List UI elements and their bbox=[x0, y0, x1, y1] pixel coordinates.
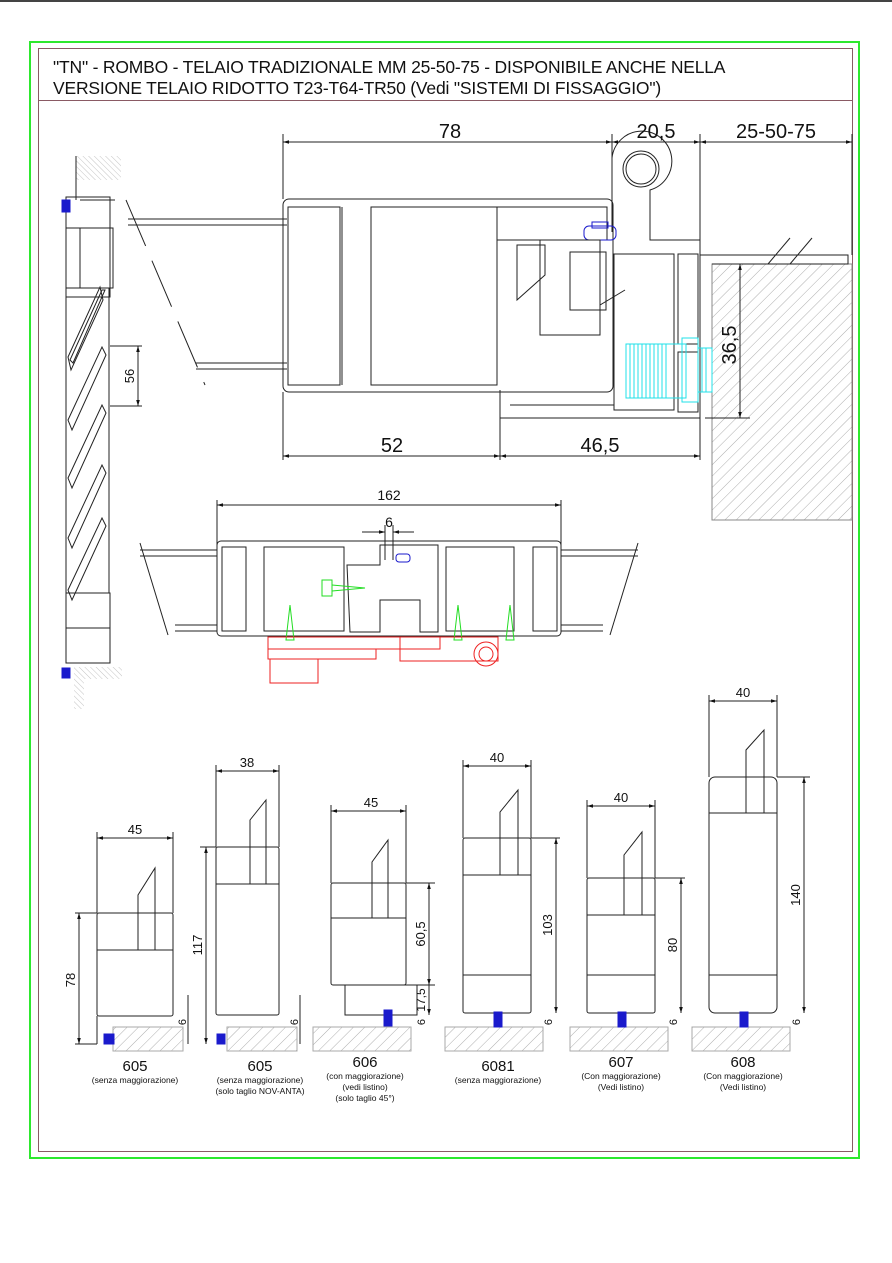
outer-frame bbox=[29, 41, 860, 1159]
p3-gap: 6 bbox=[416, 1019, 428, 1025]
profile-note: (solo taglio 45°) bbox=[335, 1093, 395, 1103]
profile-catalog bbox=[75, 695, 810, 1052]
profile-note: (Vedi listino) bbox=[719, 1082, 767, 1092]
title-block: "TN" - ROMBO - TELAIO TRADIZIONALE MM 25… bbox=[38, 48, 853, 101]
p3-height: 60,5 bbox=[413, 921, 428, 946]
p3-width: 45 bbox=[364, 795, 378, 810]
p1-width: 45 bbox=[128, 822, 142, 837]
profile-note: (senza maggiorazione) bbox=[454, 1075, 542, 1085]
profile-caption-606: 606 (con maggiorazione) (vedi listino) (… bbox=[326, 1054, 403, 1104]
profile-note: (senza maggiorazione) bbox=[216, 1075, 304, 1085]
p5-width: 40 bbox=[614, 790, 628, 805]
profile-note: (Con maggiorazione) bbox=[581, 1071, 661, 1081]
dim-sash-width: 78 bbox=[439, 121, 461, 143]
profile-code: 608 bbox=[730, 1054, 756, 1071]
side-elevation bbox=[61, 156, 142, 709]
plan-section bbox=[139, 500, 639, 684]
profile-note: (senza maggiorazione) bbox=[91, 1075, 179, 1085]
profile-code: 606 bbox=[352, 1054, 378, 1071]
profile-caption-605-b: 605 (senza maggiorazione) (solo taglio N… bbox=[215, 1058, 304, 1097]
p4-gap: 6 bbox=[543, 1019, 555, 1025]
dim-plan-gap: 6 bbox=[385, 514, 393, 530]
p3-height2: 17,5 bbox=[414, 988, 428, 1012]
p2-width: 38 bbox=[240, 755, 254, 770]
p1-gap: 6 bbox=[177, 1019, 189, 1025]
profile-note: (solo taglio NOV-ANTA) bbox=[215, 1086, 305, 1096]
p4-height: 103 bbox=[540, 914, 555, 936]
p2-gap: 6 bbox=[289, 1019, 301, 1025]
glass-projection bbox=[125, 199, 287, 386]
profile-code: 605 bbox=[247, 1058, 273, 1075]
p6-gap: 6 bbox=[791, 1019, 803, 1025]
p6-height: 140 bbox=[788, 884, 803, 906]
dim-hinge-offset: 20,5 bbox=[637, 121, 676, 143]
title-line-1: "TN" - ROMBO - TELAIO TRADIZIONALE MM 25… bbox=[53, 57, 726, 77]
dim-plan-width: 162 bbox=[377, 487, 401, 503]
profile-caption-6081: 6081 (senza maggiorazione) bbox=[455, 1058, 541, 1086]
p2-height: 117 bbox=[190, 935, 205, 956]
dim-bottom-right: 46,5 bbox=[581, 435, 620, 457]
top-border bbox=[0, 0, 892, 2]
profile-code: 6081 bbox=[481, 1058, 515, 1075]
p4-width: 40 bbox=[490, 750, 504, 765]
p6-width: 40 bbox=[736, 685, 750, 700]
title-line-2: VERSIONE TELAIO RIDOTTO T23-T64-TR50 (Ve… bbox=[53, 78, 661, 98]
profile-caption-608: 608 (Con maggiorazione) (Vedi listino) bbox=[703, 1054, 782, 1093]
profile-note: (con maggiorazione) bbox=[326, 1071, 404, 1081]
profile-caption-607: 607 (Con maggiorazione) (Vedi listino) bbox=[581, 1054, 660, 1093]
p5-height: 80 bbox=[665, 938, 680, 952]
p1-height: 78 bbox=[63, 973, 78, 987]
profile-code: 605 bbox=[122, 1058, 148, 1075]
dim-vertical: 36,5 bbox=[719, 326, 741, 365]
dim-slat: 56 bbox=[122, 369, 137, 383]
dim-bottom-left: 52 bbox=[381, 435, 403, 457]
dim-frame-depth: 25-50-75 bbox=[736, 121, 816, 143]
profile-note: (vedi listino) bbox=[342, 1082, 388, 1092]
p5-gap: 6 bbox=[668, 1019, 680, 1025]
profile-code: 607 bbox=[608, 1054, 634, 1071]
main-section bbox=[282, 130, 853, 521]
profile-note: (Vedi listino) bbox=[597, 1082, 645, 1092]
profile-note: (Con maggiorazione) bbox=[703, 1071, 783, 1081]
drawing-frame bbox=[38, 48, 853, 1152]
profile-caption-605-a: 605 (senza maggiorazione) bbox=[92, 1058, 178, 1086]
